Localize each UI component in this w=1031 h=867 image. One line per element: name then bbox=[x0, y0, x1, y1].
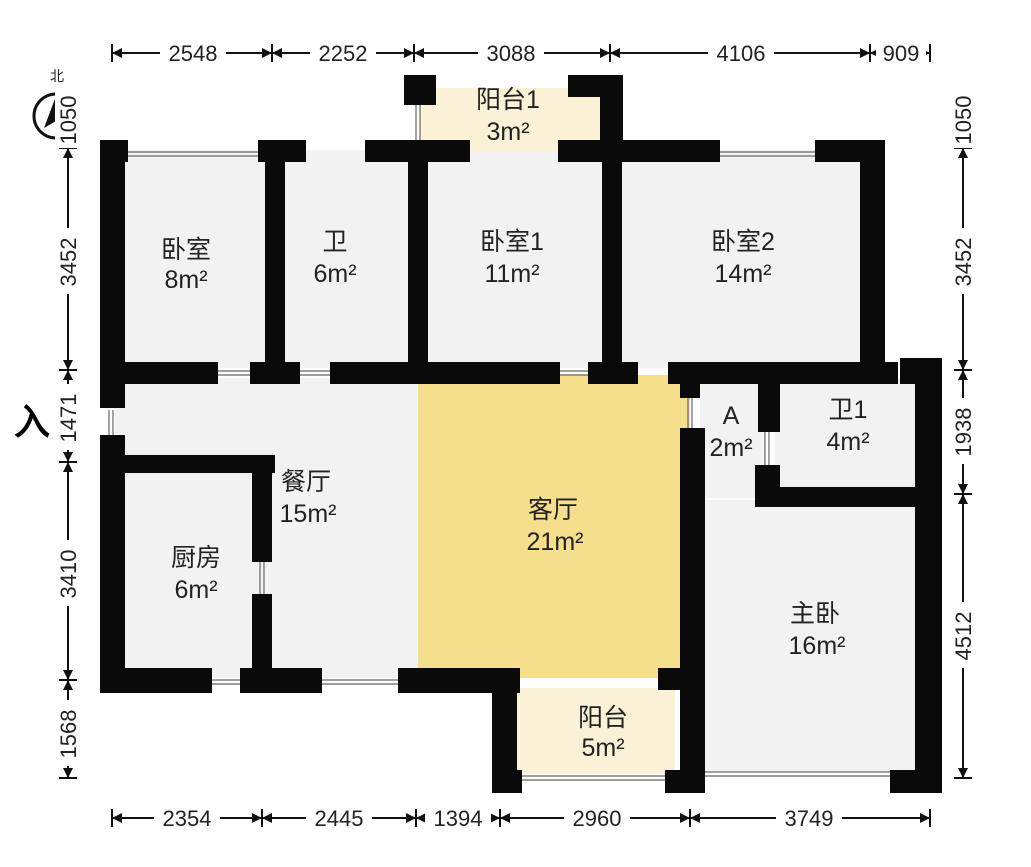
room-area-living: 21m² bbox=[527, 528, 584, 556]
room-name-bedroom: 卧室 bbox=[161, 236, 211, 264]
room-area-bath: 6m² bbox=[313, 260, 356, 288]
floor-bedroom2 bbox=[620, 150, 875, 368]
dim-left-5: 1568 bbox=[56, 710, 81, 759]
entrance-label: 入 bbox=[14, 401, 50, 442]
room-name-balcony1: 阳台1 bbox=[476, 86, 540, 114]
room-name-kitchen: 厨房 bbox=[171, 544, 221, 572]
room-area-area-a: 2m² bbox=[709, 434, 752, 462]
dim-top-4: 4106 bbox=[717, 41, 766, 66]
dim-top-5: 909 bbox=[883, 41, 920, 66]
dim-top-1: 2548 bbox=[169, 41, 218, 66]
room-area-kitchen: 6m² bbox=[174, 576, 217, 604]
dim-right-2: 3452 bbox=[951, 238, 976, 287]
floor-area-a bbox=[700, 378, 765, 498]
dim-bottom-2: 2445 bbox=[315, 806, 364, 831]
room-name-dining: 餐厅 bbox=[281, 468, 331, 496]
dim-top-2: 2252 bbox=[319, 41, 368, 66]
room-name-bath: 卫 bbox=[322, 228, 347, 256]
dim-left-2: 3452 bbox=[56, 238, 81, 287]
room-name-master: 主卧 bbox=[790, 600, 840, 628]
dimension-labels-left: 1050 3452 1471 3410 1568 bbox=[55, 88, 81, 766]
dim-left-3: 1471 bbox=[56, 394, 81, 443]
dim-bottom-4: 2960 bbox=[573, 806, 622, 831]
room-area-balcony: 5m² bbox=[581, 734, 624, 762]
dim-top-3: 3088 bbox=[487, 41, 536, 66]
room-name-balcony: 阳台 bbox=[578, 704, 628, 732]
room-area-balcony1: 3m² bbox=[486, 118, 529, 146]
dim-left-4: 3410 bbox=[56, 550, 81, 599]
dim-left-1: 1050 bbox=[56, 96, 81, 145]
floor-bath1 bbox=[775, 378, 915, 490]
dimension-arrows bbox=[63, 48, 968, 823]
room-name-bath1: 卫1 bbox=[829, 396, 868, 424]
room-area-bath1: 4m² bbox=[826, 428, 869, 456]
dim-right-1: 1050 bbox=[951, 96, 976, 145]
room-area-master: 16m² bbox=[789, 632, 846, 660]
floor-living[interactable] bbox=[418, 375, 690, 678]
room-area-dining: 15m² bbox=[280, 500, 337, 528]
room-area-bedroom1: 11m² bbox=[484, 260, 539, 288]
dimension-labels-right: 1050 3452 1938 4512 bbox=[950, 88, 976, 668]
room-labels: 卧室 8m² 卫 6m² 卧室1 11m² 卧室2 14m² 阳台1 3m² 餐… bbox=[161, 86, 870, 762]
room-area-bedroom: 8m² bbox=[164, 266, 207, 294]
floor-bath bbox=[280, 150, 410, 368]
dim-right-4: 4512 bbox=[951, 612, 976, 661]
dim-bottom-1: 2354 bbox=[163, 806, 212, 831]
room-area-bedroom2: 14m² bbox=[715, 260, 772, 288]
windows bbox=[108, 105, 890, 781]
floor-kitchen bbox=[120, 470, 255, 675]
room-name-living: 客厅 bbox=[528, 496, 578, 524]
dim-bottom-5: 3749 bbox=[785, 806, 834, 831]
dimension-labels-top: 2548 2252 3088 4106 909 bbox=[160, 40, 926, 66]
floor-bedroom bbox=[115, 150, 270, 368]
compass-label: 北 bbox=[50, 68, 64, 84]
floor-balcony bbox=[515, 688, 675, 774]
dim-bottom-3: 1394 bbox=[434, 806, 483, 831]
dimension-labels-bottom: 2354 2445 1394 2960 3749 bbox=[154, 805, 842, 831]
room-name-bedroom2: 卧室2 bbox=[711, 228, 775, 256]
floor-master bbox=[700, 500, 915, 772]
floor-bedroom1 bbox=[420, 150, 610, 368]
room-name-bedroom1: 卧室1 bbox=[480, 228, 544, 256]
dim-right-3: 1938 bbox=[951, 408, 976, 457]
room-name-area-a: A bbox=[723, 402, 740, 430]
walls bbox=[100, 75, 942, 793]
